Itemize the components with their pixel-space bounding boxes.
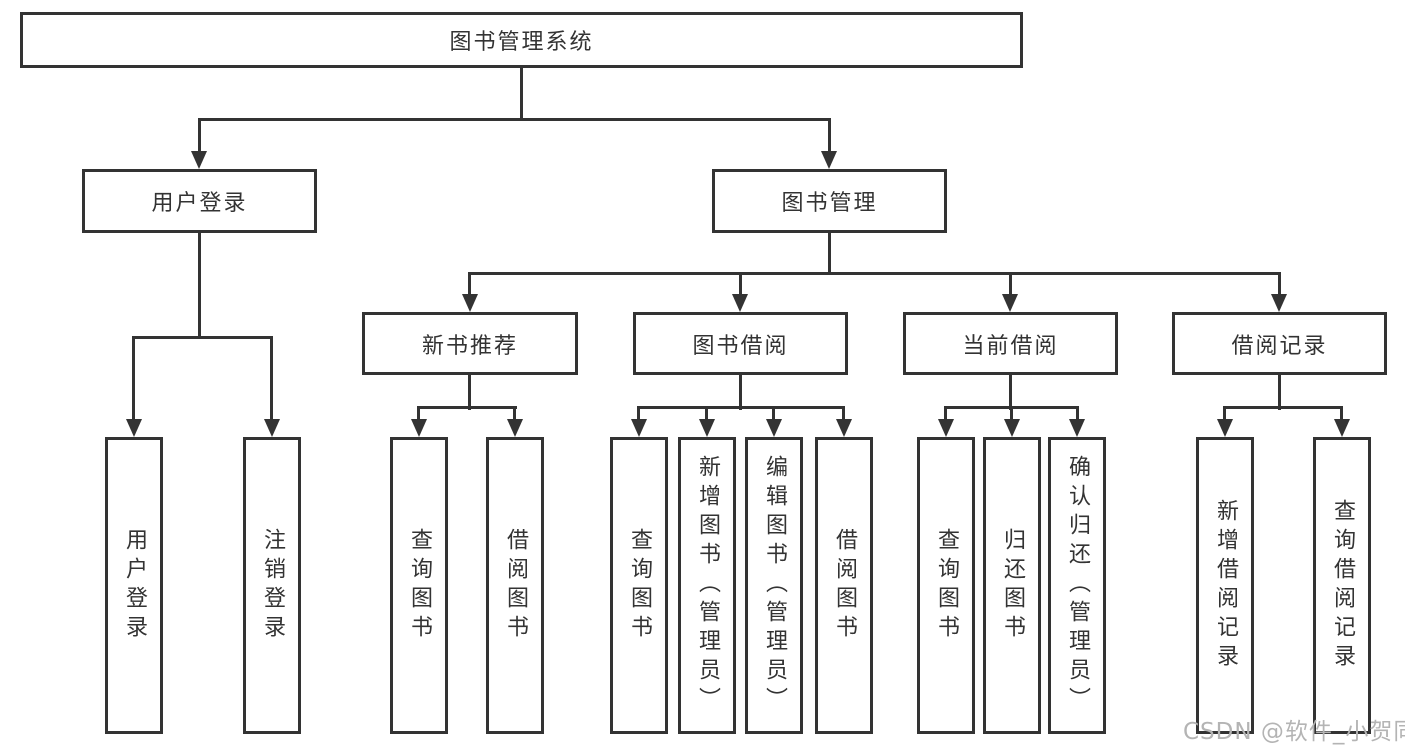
leaf-borrow-book: 借阅图书 <box>815 437 873 734</box>
leaf-label: 查询借阅记录 <box>1330 498 1355 673</box>
arrow-down-icon <box>1271 294 1287 312</box>
node-library-management-system: 图书管理系统 <box>20 12 1023 68</box>
leaf-search-book-current: 查询图书 <box>917 437 975 734</box>
node-current-borrow: 当前借阅 <box>903 312 1118 375</box>
arrow-down-icon <box>732 294 748 312</box>
node-label: 图书管理 <box>781 191 878 216</box>
connector-line <box>520 66 523 121</box>
connector-line <box>828 118 831 154</box>
arrow-down-icon <box>1002 294 1018 312</box>
node-book-borrow: 图书借阅 <box>633 312 848 375</box>
leaf-query-borrow-record: 查询借阅记录 <box>1313 437 1371 734</box>
leaf-label: 借阅图书 <box>832 527 857 644</box>
node-new-book-recommend: 新书推荐 <box>362 312 578 375</box>
leaf-label: 查询图书 <box>627 527 652 644</box>
leaf-label: 借阅图书 <box>503 527 528 644</box>
leaf-logout: 注销登录 <box>243 437 301 734</box>
connector-line <box>772 406 775 421</box>
leaf-add-borrow-record: 新增借阅记录 <box>1196 437 1254 734</box>
node-borrow-records: 借阅记录 <box>1172 312 1387 375</box>
connector-line <box>198 118 201 154</box>
connector-line <box>1223 406 1343 409</box>
leaf-label: 归还图书 <box>1000 527 1025 644</box>
leaf-label: 确认归还（管理员） <box>1065 455 1090 716</box>
arrow-down-icon <box>1217 419 1233 437</box>
node-label: 当前借阅 <box>962 333 1059 359</box>
connector-line <box>739 272 742 298</box>
leaf-label: 编辑图书（管理员） <box>762 455 787 716</box>
leaf-label: 查询图书 <box>407 527 432 644</box>
node-label: 借阅记录 <box>1231 333 1328 359</box>
connector-line <box>739 373 742 410</box>
arrow-down-icon <box>1004 419 1020 437</box>
connector-line <box>1009 272 1012 298</box>
node-label: 图书管理系统 <box>449 30 594 55</box>
leaf-user-login: 用户登录 <box>105 437 163 734</box>
connector-line <box>468 373 471 410</box>
node-label: 用户登录 <box>151 191 248 216</box>
leaf-confirm-return-admin: 确认归还（管理员） <box>1048 437 1106 734</box>
leaf-return-book: 归还图书 <box>983 437 1041 734</box>
connector-line <box>1278 373 1281 410</box>
arrow-down-icon <box>1069 419 1085 437</box>
leaf-add-book-admin: 新增图书（管理员） <box>678 437 736 734</box>
leaf-label: 新增图书（管理员） <box>695 455 720 716</box>
leaf-borrow-book-recommend: 借阅图书 <box>486 437 544 734</box>
connector-line <box>132 336 135 421</box>
arrow-down-icon <box>631 419 647 437</box>
connector-line <box>468 272 1281 275</box>
connector-line <box>1076 406 1079 421</box>
arrow-down-icon <box>411 419 427 437</box>
connector-line <box>198 231 201 338</box>
arrow-down-icon <box>938 419 954 437</box>
node-user-login: 用户登录 <box>82 169 317 233</box>
connector-line <box>637 406 845 409</box>
connector-line <box>637 406 640 421</box>
connector-line <box>513 406 516 421</box>
arrow-down-icon <box>507 419 523 437</box>
connector-line <box>1340 406 1343 421</box>
csdn-watermark: CSDN @软件_小贺同学 <box>1183 719 1405 745</box>
connector-line <box>842 406 845 421</box>
connector-line <box>1223 406 1226 421</box>
connector-line <box>1010 406 1013 421</box>
leaf-label: 新增借阅记录 <box>1213 498 1238 673</box>
connector-line <box>417 406 420 421</box>
arrow-down-icon <box>191 151 207 169</box>
connector-line <box>270 336 273 421</box>
connector-line <box>198 118 831 121</box>
arrow-down-icon <box>766 419 782 437</box>
connector-line <box>1278 272 1281 298</box>
arrow-down-icon <box>836 419 852 437</box>
arrow-down-icon <box>462 294 478 312</box>
leaf-search-book-recommend: 查询图书 <box>390 437 448 734</box>
arrow-down-icon <box>1334 419 1350 437</box>
connector-line <box>417 406 517 409</box>
leaf-search-book-borrow: 查询图书 <box>610 437 668 734</box>
connector-line <box>468 272 471 298</box>
arrow-down-icon <box>264 419 280 437</box>
connector-line <box>944 406 947 421</box>
connector-line <box>705 406 708 421</box>
leaf-edit-book-admin: 编辑图书（管理员） <box>745 437 803 734</box>
node-label: 新书推荐 <box>421 333 518 359</box>
arrow-down-icon <box>126 419 142 437</box>
connector-line <box>828 231 831 275</box>
arrow-down-icon <box>821 151 837 169</box>
connector-line <box>132 336 273 339</box>
leaf-label: 注销登录 <box>260 527 285 644</box>
leaf-label: 用户登录 <box>122 527 147 644</box>
arrow-down-icon <box>699 419 715 437</box>
connector-line <box>1009 373 1012 410</box>
node-label: 图书借阅 <box>692 333 789 359</box>
leaf-label: 查询图书 <box>934 527 959 644</box>
node-book-management: 图书管理 <box>712 169 947 233</box>
